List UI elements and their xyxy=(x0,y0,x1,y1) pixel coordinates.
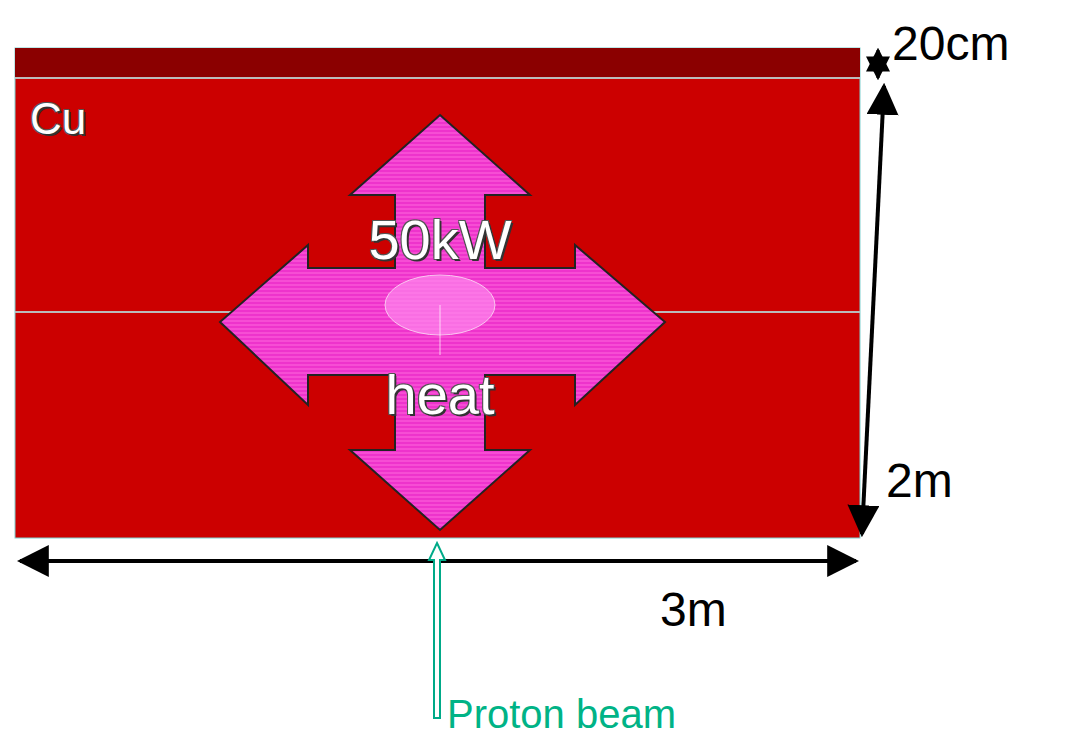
copper-block xyxy=(15,48,860,538)
copper-block-node: Cu 50kW heat xyxy=(15,48,860,538)
dimension-arrow xyxy=(877,50,880,78)
heat-arrow-node: 50kW heat xyxy=(220,115,665,530)
beam-arrow xyxy=(429,543,445,718)
heat-arrow xyxy=(220,115,665,530)
dimension-label: 2m xyxy=(886,457,953,505)
beam-label: Proton beam xyxy=(447,694,676,734)
dimension-arrow xyxy=(862,86,884,534)
power-label: 50kW xyxy=(368,212,511,268)
dimension-label: 20cm xyxy=(892,20,1009,68)
dimension-label: 3m xyxy=(660,586,727,634)
material-label: Cu xyxy=(30,97,86,141)
layer-line xyxy=(15,77,860,79)
heat-label: heat xyxy=(386,367,495,423)
beam-spot-line xyxy=(440,305,441,355)
top-layer xyxy=(15,48,860,78)
